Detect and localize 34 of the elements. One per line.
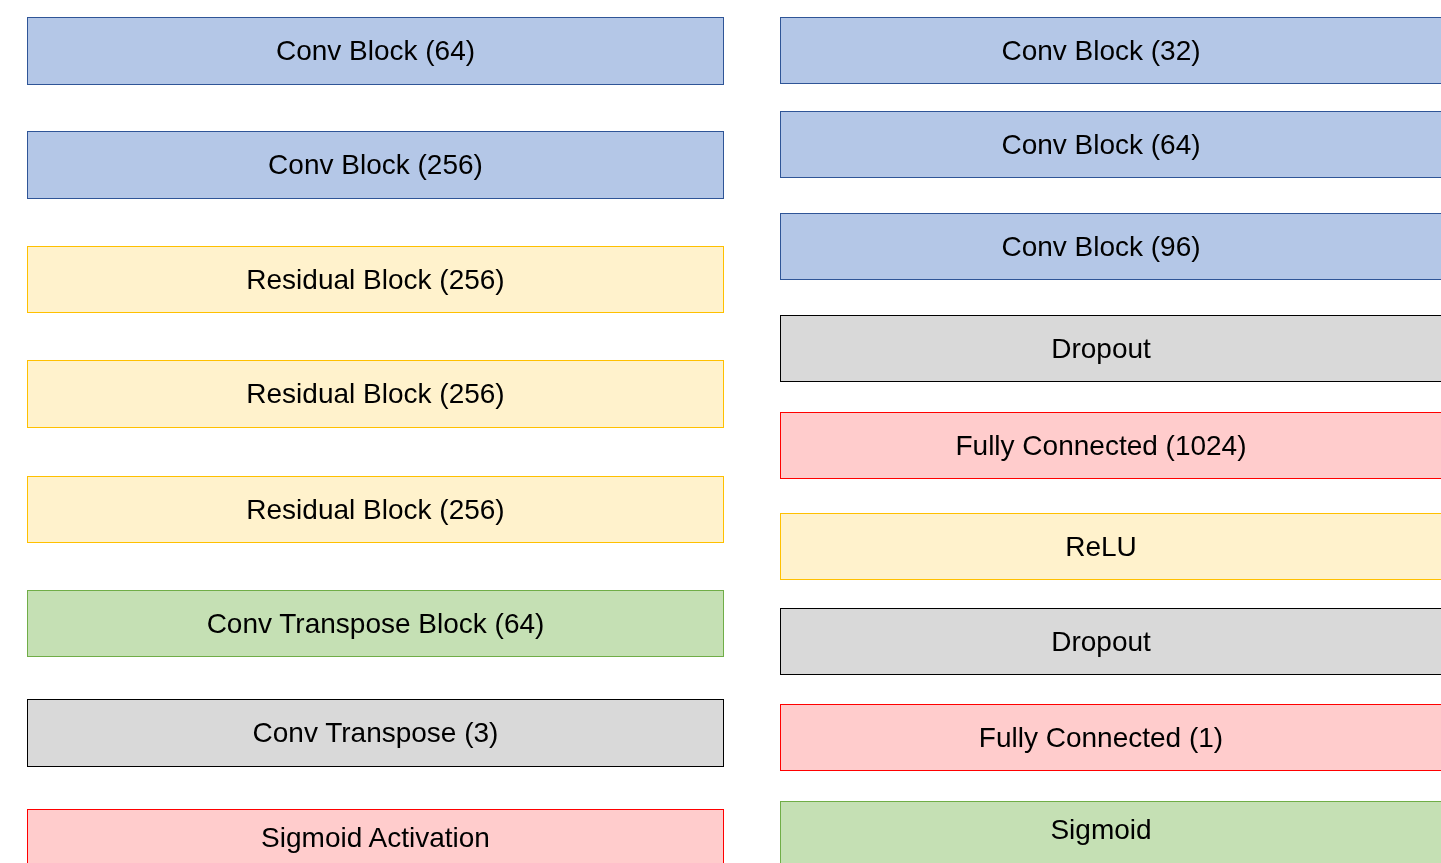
layer-box [780,17,1441,84]
layer-label: ReLU [1065,530,1137,563]
layer-label: Sigmoid Activation [261,822,490,854]
layer-box [780,704,1441,771]
layer-label: Residual Block (256) [246,493,505,526]
layer-box [780,315,1441,382]
layer-label: Conv Block (64) [1001,128,1201,161]
layer-label: Fully Connected (1) [978,721,1224,754]
layer-label: Residual Block (256) [246,263,505,296]
layer-box [27,699,724,767]
layer-box [27,590,724,657]
layer-box [27,360,724,428]
layer-label: Conv Transpose (3) [252,717,499,749]
layer-label: Conv Block (256) [268,149,483,181]
layer-label: Dropout [1051,625,1151,658]
layer-box [780,801,1441,863]
layer-box [27,17,724,85]
layer-label: Conv Block (64) [275,35,476,67]
layer-label: Conv Transpose Block (64) [206,607,545,640]
layer-box [780,111,1441,178]
layer-box [27,809,724,863]
layer-label: Residual Block (256) [246,378,505,410]
layer-box [780,412,1441,479]
layer-box [780,513,1441,580]
layer-box [27,476,724,543]
layer-label: Conv Block (32) [1001,34,1201,67]
layer-box [27,131,724,199]
layer-box [27,246,724,313]
layer-label: Dropout [1051,332,1151,365]
layer-label: Sigmoid [1050,814,1152,846]
layer-label: Conv Block (96) [1001,230,1201,263]
layer-box [780,213,1441,280]
layer-box [780,608,1441,675]
layer-label: Fully Connected (1024) [955,429,1247,462]
